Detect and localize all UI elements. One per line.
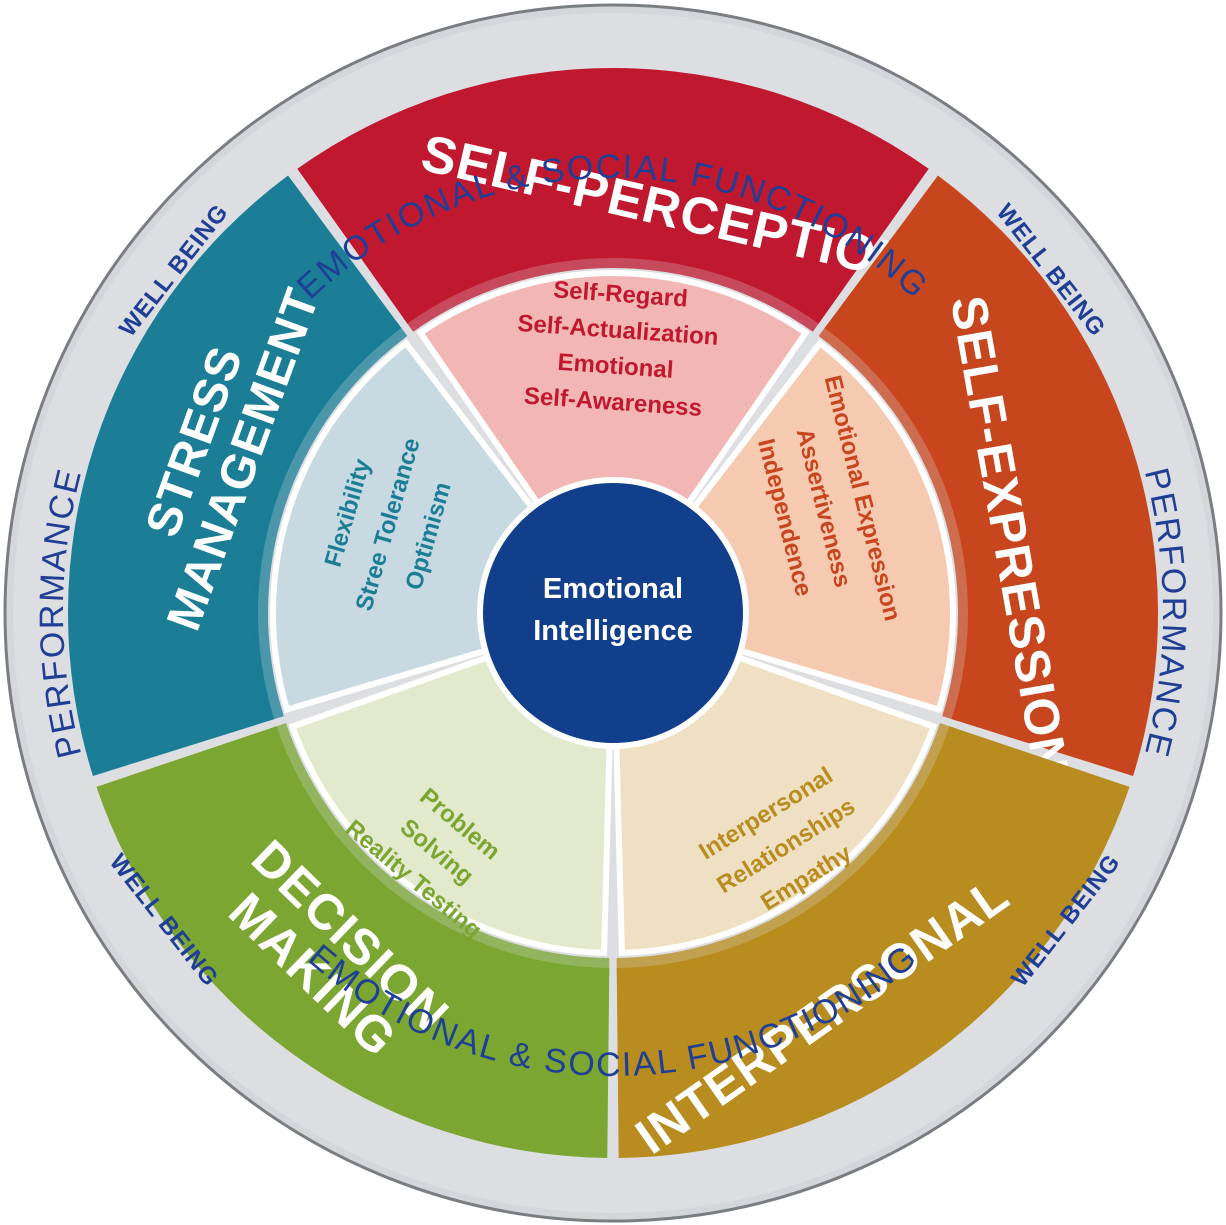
segment-rim-interpersonal [616,723,957,975]
composite-self-expression: SELF-EXPRESSION [818,175,1159,779]
segment-self-perception [297,68,929,324]
segment-rim-stress-management [251,322,408,722]
segment-rim-decision-making [269,723,610,975]
center-label-line1: Emotional [543,573,683,605]
segment-rim-self-expression [818,322,975,722]
composite-self-perception: SELF-PERCEPTION [297,68,929,332]
wedge-self-perception [416,270,810,619]
subscales-self-perception: Self-RegardSelf-ActualizationEmotionalSe… [416,270,810,619]
center-label-line2: Intelligence [533,615,693,647]
center-circle [483,483,743,743]
segment-interpersonal [616,726,1130,1158]
segment-stress-management [67,175,402,776]
segment-decision-making [96,726,610,1158]
segment-rim-self-perception [403,250,823,332]
segment-self-expression [824,175,1159,776]
